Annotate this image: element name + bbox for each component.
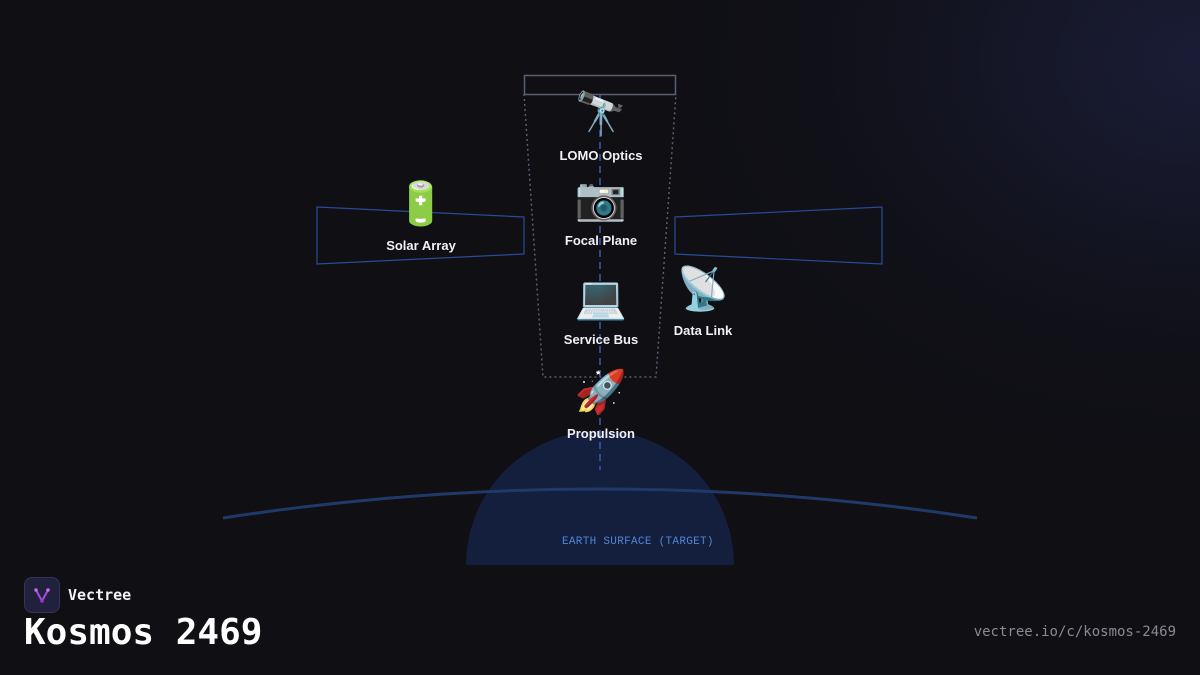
earth-horizon-arc	[222, 487, 978, 520]
laptop-icon: 💻	[574, 274, 628, 321]
telescope-icon: 🔭	[574, 90, 628, 137]
satellite-body-outline	[523, 93, 677, 378]
earth-surface-label: EARTH SURFACE (TARGET)	[562, 536, 714, 548]
node-label: LOMO Optics	[559, 148, 643, 163]
vectree-logo-icon	[24, 577, 60, 613]
rocket-icon: 🚀	[574, 368, 628, 415]
node-label: Solar Array	[386, 238, 456, 253]
node-service-bus: 💻 Service Bus	[531, 272, 671, 347]
optics-cap-outline	[523, 74, 677, 96]
node-label: Service Bus	[563, 332, 639, 347]
node-data-link: 📡 Data Link	[633, 263, 773, 338]
brand-name: Vectree	[68, 586, 132, 604]
brand[interactable]: Vectree	[24, 577, 131, 613]
node-label: Focal Plane	[564, 233, 638, 248]
page-url[interactable]: vectree.io/c/kosmos-2469	[973, 624, 1176, 640]
node-propulsion: 🚀 Propulsion	[531, 366, 671, 441]
earth-dome	[466, 431, 734, 565]
node-label: Data Link	[673, 323, 733, 338]
camera-icon: 📷	[574, 175, 628, 222]
node-focal-plane: 📷 Focal Plane	[531, 173, 671, 248]
node-label: Propulsion	[567, 426, 635, 441]
satellite-dish-icon: 📡	[676, 265, 730, 312]
battery-icon: 🔋	[394, 180, 448, 227]
right-solar-panel	[674, 206, 883, 265]
node-lomo-optics: 🔭 LOMO Optics	[531, 88, 671, 163]
left-solar-panel	[316, 206, 525, 265]
page-title: Kosmos 2469	[24, 612, 263, 653]
node-solar-array: 🔋 Solar Array	[351, 178, 491, 253]
